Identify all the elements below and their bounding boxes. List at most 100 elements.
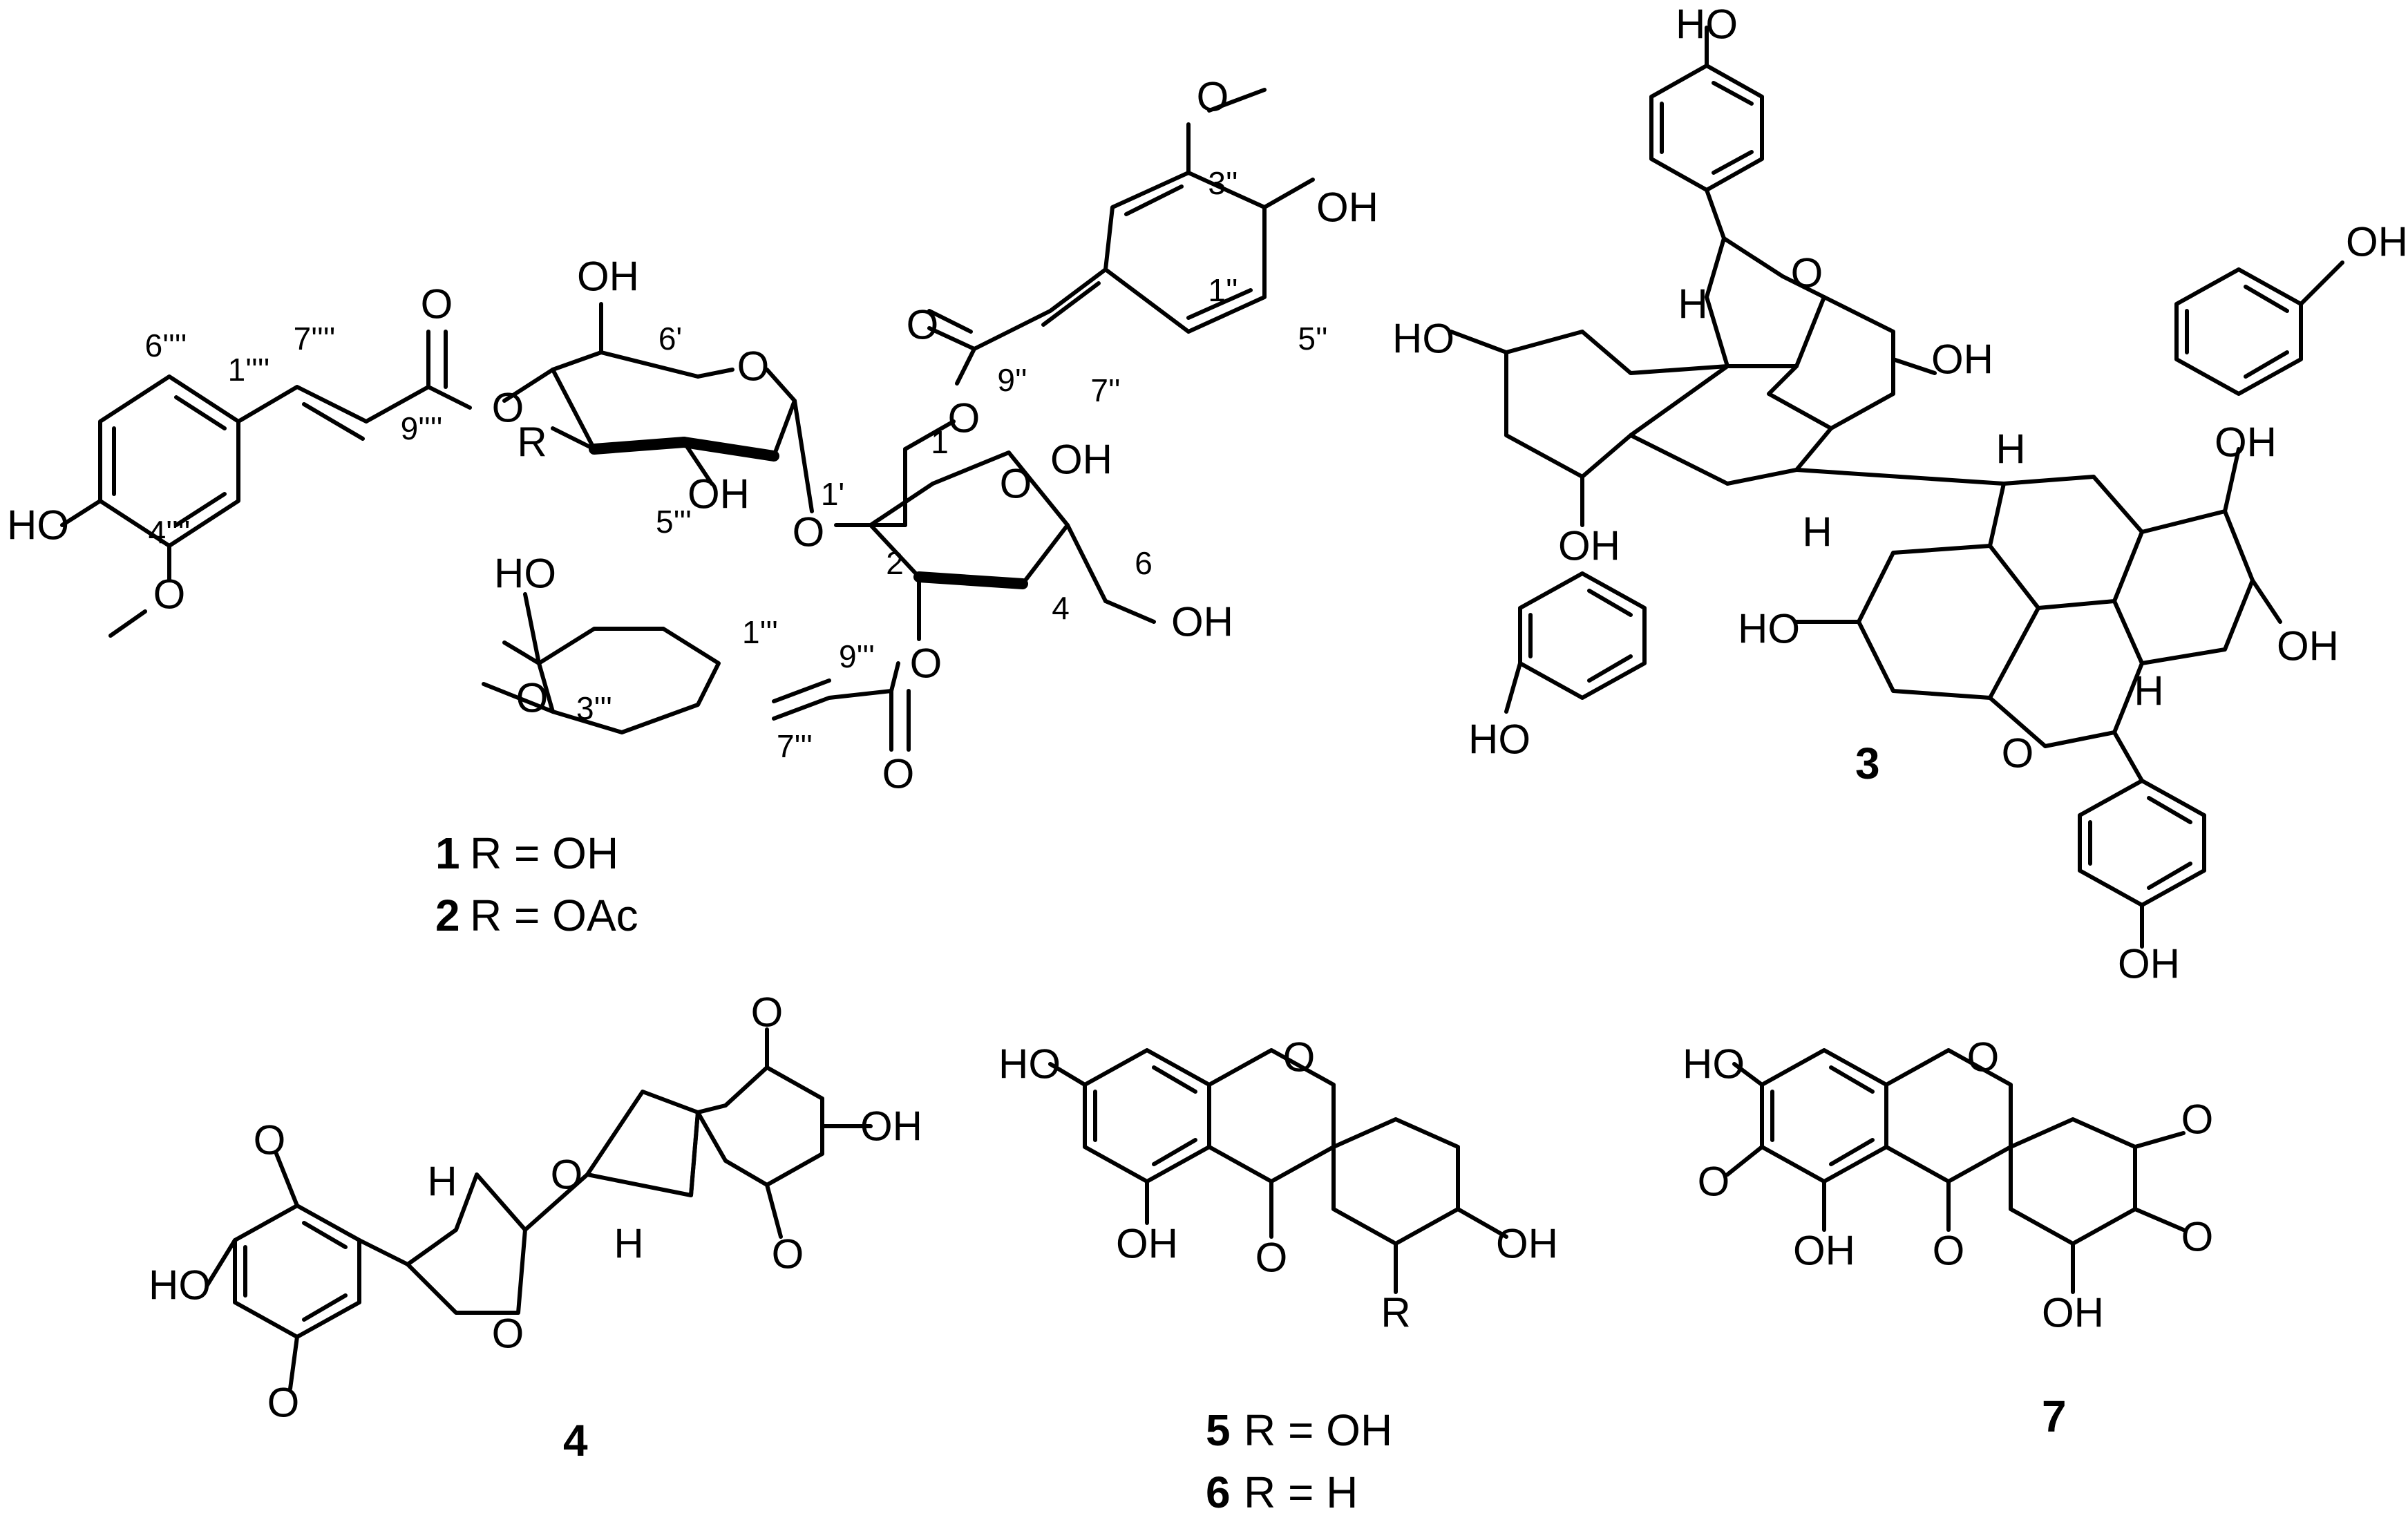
- structure-compound-5-6: HO O OH O OH R: [998, 1034, 1558, 1336]
- atom-oh: HO: [1468, 716, 1530, 763]
- locant-label: 6: [1135, 545, 1153, 581]
- atom-h: H: [1995, 426, 2025, 473]
- compound-number: 7: [2042, 1391, 2067, 1441]
- atom-o: O: [737, 343, 770, 390]
- atom-oh: HO: [1682, 1041, 1745, 1087]
- locant-label: 9''': [839, 638, 875, 674]
- compound-captions: 1 R = OH 2 R = OAc 3 4 5 R = OH 6 R = H …: [435, 739, 2067, 1517]
- atom-oh: OH: [2346, 219, 2408, 265]
- atom-o: O: [1000, 461, 1032, 507]
- atom-oh: HO: [149, 1262, 211, 1309]
- compound-number: 5: [1206, 1405, 1231, 1455]
- compound-substituent: R = OAc: [470, 891, 638, 940]
- atom-o: O: [492, 1311, 524, 1357]
- locant-label: 1': [821, 476, 844, 512]
- atom-o: O: [1791, 250, 1823, 296]
- atom-h: H: [614, 1221, 643, 1267]
- atom-oh: OH: [1171, 599, 1233, 645]
- atom-o: O: [1197, 74, 1229, 120]
- atom-h: H: [1802, 509, 1832, 555]
- compound-number: 3: [1855, 739, 1880, 788]
- locant-label: 6': [658, 321, 682, 357]
- compound-substituent: R = H: [1244, 1467, 1358, 1517]
- locant-label: 1''': [742, 614, 778, 650]
- atom-oh: OH: [2118, 941, 2180, 987]
- compound-substituent: R = OH: [1244, 1405, 1392, 1455]
- atom-oh: HO: [1392, 316, 1454, 362]
- atom-o: O: [551, 1152, 583, 1198]
- atom-o: O: [1255, 1235, 1288, 1281]
- atom-o: O: [882, 751, 915, 797]
- atom-oh: OH: [1496, 1221, 1558, 1267]
- atom-oh: OH: [1050, 437, 1112, 483]
- structure-compound-1-2: HO O O OH O R OH O O O O OH OH O O O OH …: [7, 74, 1378, 797]
- locant-label: 9'': [997, 362, 1027, 398]
- atom-o: O: [1698, 1159, 1730, 1205]
- atom-oh: OH: [2277, 623, 2339, 669]
- atom-oh: OH: [1793, 1228, 1855, 1274]
- atom-o: O: [1933, 1228, 1965, 1274]
- atom-oh: HO: [7, 502, 69, 549]
- atom-oh: OH: [2042, 1290, 2104, 1336]
- atom-o: O: [492, 385, 524, 431]
- locant-label: 1'': [1208, 272, 1238, 308]
- atom-o: O: [2181, 1214, 2214, 1260]
- atom-o: O: [153, 571, 186, 618]
- atom-oh: OH: [577, 254, 639, 300]
- compound-number: 4: [563, 1416, 588, 1465]
- atom-oh: HO: [1676, 1, 1738, 48]
- atom-o: O: [1283, 1034, 1316, 1081]
- atom-oh: OH: [860, 1103, 922, 1150]
- atom-r: R: [517, 419, 547, 466]
- locant-label: 7'''': [294, 321, 336, 357]
- atom-oh: OH: [1558, 523, 1620, 569]
- locant-label: 1'''': [228, 352, 270, 388]
- atom-oh: OH: [1931, 336, 1993, 383]
- locant-label: 4'''': [149, 514, 191, 550]
- locant-label: 9'''': [401, 410, 443, 446]
- atom-o: O: [793, 509, 825, 555]
- atom-o: O: [772, 1231, 804, 1277]
- atom-o: O: [910, 640, 942, 687]
- atom-oh: OH: [1116, 1221, 1178, 1267]
- structure-compound-4: O HO O H O H O O OH O: [149, 989, 922, 1426]
- locant-label: 5''': [656, 504, 692, 540]
- atom-oh: HO: [1738, 606, 1800, 652]
- atom-o: O: [516, 675, 549, 721]
- compound-substituent: R = OH: [470, 828, 618, 878]
- compound-number: 6: [1206, 1467, 1231, 1517]
- atom-o: O: [254, 1117, 286, 1163]
- structure-compound-3: HO O H HO OH OH H H OH OH OH HO H O HO O…: [1392, 1, 2408, 987]
- compound-number: 2: [435, 891, 460, 940]
- atom-o: O: [2002, 730, 2034, 777]
- locant-label: 1: [931, 424, 949, 460]
- atom-o: O: [421, 281, 453, 327]
- atom-o: O: [267, 1380, 300, 1426]
- atom-h: H: [427, 1159, 457, 1205]
- atom-oh: HO: [998, 1041, 1061, 1087]
- atom-oh: OH: [1316, 184, 1378, 231]
- atom-h: H: [2134, 668, 2163, 714]
- atom-oh: OH: [688, 471, 750, 517]
- atom-o: O: [907, 302, 939, 348]
- atom-o: O: [948, 395, 980, 441]
- atom-o: O: [1967, 1034, 2000, 1081]
- locant-label: 3'': [1208, 165, 1238, 201]
- atom-oh: OH: [2215, 419, 2277, 466]
- locant-label: 7'': [1090, 372, 1120, 408]
- atom-o: O: [751, 989, 784, 1036]
- structure-compound-7: HO O O OH O O O OH: [1682, 1034, 2213, 1336]
- locant-label: 5'': [1298, 321, 1327, 357]
- atom-oh: HO: [494, 551, 556, 597]
- compound-number: 1: [435, 828, 460, 878]
- locant-label: 6'''': [145, 327, 187, 363]
- atom-o: O: [2181, 1096, 2214, 1143]
- locant-label: 4: [1052, 590, 1070, 626]
- locant-label: 7''': [777, 728, 813, 764]
- atom-r: R: [1381, 1290, 1410, 1336]
- locant-label: 3''': [576, 690, 612, 726]
- locant-label: 2: [886, 545, 904, 581]
- atom-h: H: [1678, 281, 1707, 327]
